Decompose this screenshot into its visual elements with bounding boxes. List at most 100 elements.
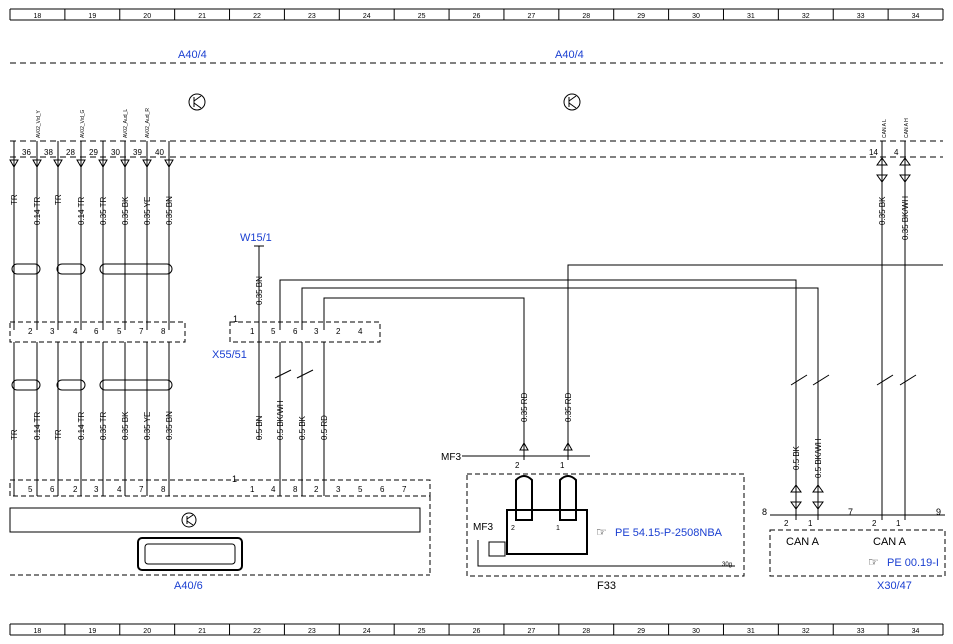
connector-arrow-icon xyxy=(120,159,130,169)
wire-label: 0.35 RD xyxy=(520,392,529,422)
pin-number: 1 xyxy=(250,327,255,336)
pin-number: 39 xyxy=(133,148,142,157)
wire-label: 0.35 TR xyxy=(99,196,108,225)
pin-number: 3 xyxy=(314,327,319,336)
reference-icon: ☞ xyxy=(596,525,607,539)
upper-wires xyxy=(13,141,906,520)
connector-arrow-icon xyxy=(519,441,529,451)
column-number: 30 xyxy=(692,13,700,20)
connector-arrow-icon xyxy=(142,159,152,169)
pin-number: 1 xyxy=(232,474,237,484)
pin-number: 5 xyxy=(28,485,33,494)
ground-label: 30g xyxy=(722,562,732,568)
connector-arrow-icon xyxy=(98,159,108,169)
wire-label: TR xyxy=(54,194,63,205)
a40-6-label: A40/6 xyxy=(174,580,203,592)
column-number: 23 xyxy=(308,628,316,635)
pin-number: 2 xyxy=(73,485,78,494)
a40-6-connector xyxy=(9,479,431,497)
pin-number: 4 xyxy=(894,148,899,157)
pin-number: 28 xyxy=(66,148,75,157)
reference-link-pe-00[interactable]: PE 00.19-I xyxy=(887,557,939,569)
column-number: 33 xyxy=(857,13,865,20)
pin-number: 3 xyxy=(50,327,55,336)
a40-4-label-right: A40/4 xyxy=(555,49,584,61)
reference-link-pe-54[interactable]: PE 54.15-P-2508NBA xyxy=(615,527,723,539)
column-number: 19 xyxy=(88,13,96,20)
mf3-block xyxy=(488,541,506,557)
column-number: 26 xyxy=(473,628,481,635)
pin-number: 6 xyxy=(50,485,55,494)
signal-label: AV02_Vid_G xyxy=(80,109,86,138)
pin-number: 7 xyxy=(139,327,144,336)
transistor-icon xyxy=(181,512,197,528)
pin-number: 4 xyxy=(117,485,122,494)
pin-number: 5 xyxy=(271,327,276,336)
wire-label: 0.35 BK xyxy=(121,411,130,440)
column-number: 28 xyxy=(582,13,590,20)
column-number: 18 xyxy=(34,13,42,20)
wire-label: 0.35 YE xyxy=(143,197,152,225)
pin-number: 4 xyxy=(358,327,363,336)
column-number: 20 xyxy=(143,13,151,20)
column-number: 28 xyxy=(582,628,590,635)
w15-1-label: W15/1 xyxy=(240,232,272,244)
display-connector-inner xyxy=(144,543,236,565)
wire-label: 0.14 TR xyxy=(77,411,86,440)
signal-label: AV02_Aud_L xyxy=(123,109,129,138)
pin-number: 3 xyxy=(336,485,341,494)
pin-number: 7 xyxy=(139,485,144,494)
pin-number: 6 xyxy=(94,327,99,336)
connector-left xyxy=(9,321,186,343)
a40-6-module-bar xyxy=(9,507,421,533)
wire-label: 0.5 BK xyxy=(298,415,307,440)
transistor-icon xyxy=(563,93,581,111)
column-number: 24 xyxy=(363,13,371,20)
f33-label: F33 xyxy=(597,580,616,592)
column-number: 27 xyxy=(527,13,535,20)
wire-label: 0.5 BK xyxy=(792,445,801,470)
column-number: 18 xyxy=(34,628,42,635)
signal-label: CAN A L xyxy=(882,119,888,138)
wire-label: 0.5 BN xyxy=(255,415,264,440)
connector-arrow-icon xyxy=(53,159,63,169)
mf3-label: MF3 xyxy=(441,452,461,463)
mf3-inner-label: MF3 xyxy=(473,522,493,533)
wire-label: 0.14 TR xyxy=(33,411,42,440)
pin-number: 1 xyxy=(233,314,238,324)
wire-label: 0.5 BK/WH xyxy=(276,400,285,440)
column-number: 24 xyxy=(363,628,371,635)
f33-box xyxy=(466,473,745,577)
pin-number: 1 xyxy=(560,461,565,470)
pin-number: 30 xyxy=(111,148,120,157)
column-number: 34 xyxy=(912,628,920,635)
wire-label: 0.14 TR xyxy=(77,196,86,225)
can-label: CAN A xyxy=(873,536,907,548)
a40-4-label-left: A40/4 xyxy=(178,49,207,61)
column-number: 32 xyxy=(802,13,810,20)
wire-label: 0.35 BK xyxy=(878,196,887,225)
pin-number: 7 xyxy=(848,507,853,517)
wire-label: 0.5 BK/WH xyxy=(814,438,823,478)
pin-number: 6 xyxy=(293,327,298,336)
shield-loops xyxy=(11,263,173,391)
wire-label: 0.35 BN xyxy=(165,196,174,225)
pin-number: 2 xyxy=(314,485,319,494)
wire-label: 0.35 TR xyxy=(99,411,108,440)
pin-number: 14 xyxy=(869,148,878,157)
wire-label: 0.5 RD xyxy=(320,415,329,440)
pin-number: 40 xyxy=(155,148,164,157)
pin-number: 8 xyxy=(161,327,166,336)
switch-icons xyxy=(274,369,917,386)
routing-wires xyxy=(279,264,943,520)
signal-label: AV02_Aud_R xyxy=(145,108,151,138)
pin-number: 2 xyxy=(784,519,789,528)
wire-label: 0.35 YE xyxy=(143,412,152,440)
column-number: 34 xyxy=(912,13,920,20)
column-number: 27 xyxy=(527,628,535,635)
column-number: 23 xyxy=(308,13,316,20)
can-label: CAN A xyxy=(786,536,820,548)
